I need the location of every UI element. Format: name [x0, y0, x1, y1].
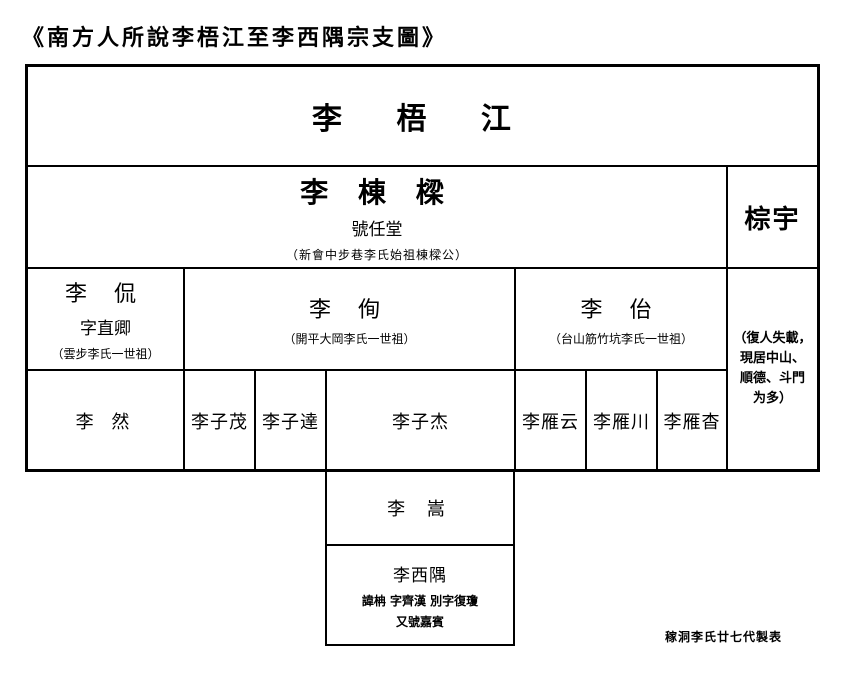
gen3-note-3: （台山筋竹坑李氏一世祖） [548, 331, 693, 346]
root-node: 李 梧 江 [28, 67, 817, 165]
gen4-node-5: 李雁云 [516, 371, 585, 470]
divider-col-5 [585, 369, 587, 472]
gen2-main-alias: 號任堂 [351, 220, 403, 240]
gen3-note-1: （雲步李氏一世祖） [51, 347, 160, 361]
divider-row-2 [25, 267, 820, 269]
side-note: （復人失載， 現居中山、 順德、斗門 为多） [728, 269, 817, 469]
side-note-line-1: （復人失載， [733, 331, 812, 346]
gen4-node-1: 李 然 [28, 371, 183, 470]
gen4-name-1: 李 然 [75, 411, 136, 433]
gen4-name-6: 李雁川 [593, 411, 650, 433]
gen4-name-4: 李子杰 [392, 411, 449, 433]
gen5-node: 李 嵩 [327, 472, 513, 544]
divider-side-column [726, 165, 728, 472]
divider-col-1 [183, 267, 185, 472]
divider-row-3 [25, 369, 728, 371]
gen3-name-1: 李 侃 [65, 282, 146, 307]
divider-col-4 [325, 369, 327, 472]
gen6-box [325, 544, 515, 646]
gen3-node-3: 李 佁 （台山筋竹坑李氏一世祖） [516, 269, 726, 369]
gen2-main-name: 李 棟 樑 [300, 176, 454, 209]
gen4-name-3: 李子達 [262, 411, 319, 433]
gen6-line-2: 又號嘉賓 [395, 614, 444, 629]
chart-title: 《南方人所說李梧江至李西隅宗支圖》 [22, 25, 448, 51]
gen6-node: 李西隅 諱柟 字齊漢 別字復瓊 又號嘉賓 [327, 546, 513, 644]
gen4-node-3: 李子達 [256, 371, 325, 470]
gen3-note-2: （開平大岡李氏一世祖） [283, 331, 416, 346]
footer-credit: 稼洞李氏廿七代製表 [665, 630, 783, 644]
gen4-node-4: 李子杰 [327, 371, 514, 470]
gen4-node-6: 李雁川 [587, 371, 656, 470]
gen6-name: 李西隅 [393, 565, 447, 586]
gen3-alias-1: 字直卿 [80, 319, 131, 339]
gen5-name: 李 嵩 [387, 499, 453, 520]
gen2-side-name: 棕宇 [744, 204, 801, 235]
root-name: 李 梧 江 [312, 102, 533, 137]
gen3-node-1: 李 侃 字直卿 （雲步李氏一世祖） [28, 269, 183, 369]
gen2-main-note: （新會中步巷李氏始祖棟樑公） [285, 248, 468, 262]
divider-col-6 [656, 369, 658, 472]
gen3-name-2: 李 侚 [309, 297, 390, 323]
gen3-node-2: 李 侚 （開平大岡李氏一世祖） [185, 269, 514, 369]
gen4-name-2: 李子茂 [191, 411, 248, 433]
gen4-node-7: 李雁杳 [658, 371, 726, 470]
gen6-line-1: 諱柟 字齊漢 別字復瓊 [361, 593, 479, 608]
side-note-line-2: 現居中山、 [739, 351, 805, 366]
side-note-line-4: 为多） [752, 391, 792, 406]
gen4-node-2: 李子茂 [185, 371, 254, 470]
divider-col-3 [254, 369, 256, 472]
gen3-name-3: 李 佁 [580, 297, 662, 323]
divider-col-2 [514, 267, 516, 472]
gen2-side-node: 棕宇 [728, 167, 817, 267]
gen4-name-5: 李雁云 [522, 411, 579, 433]
divider-row-1 [25, 165, 820, 167]
gen4-name-7: 李雁杳 [663, 411, 721, 433]
gen2-main-node: 李 棟 樑 號任堂 （新會中步巷李氏始祖棟樑公） [28, 167, 726, 267]
side-note-line-3: 順德、斗門 [739, 371, 805, 386]
